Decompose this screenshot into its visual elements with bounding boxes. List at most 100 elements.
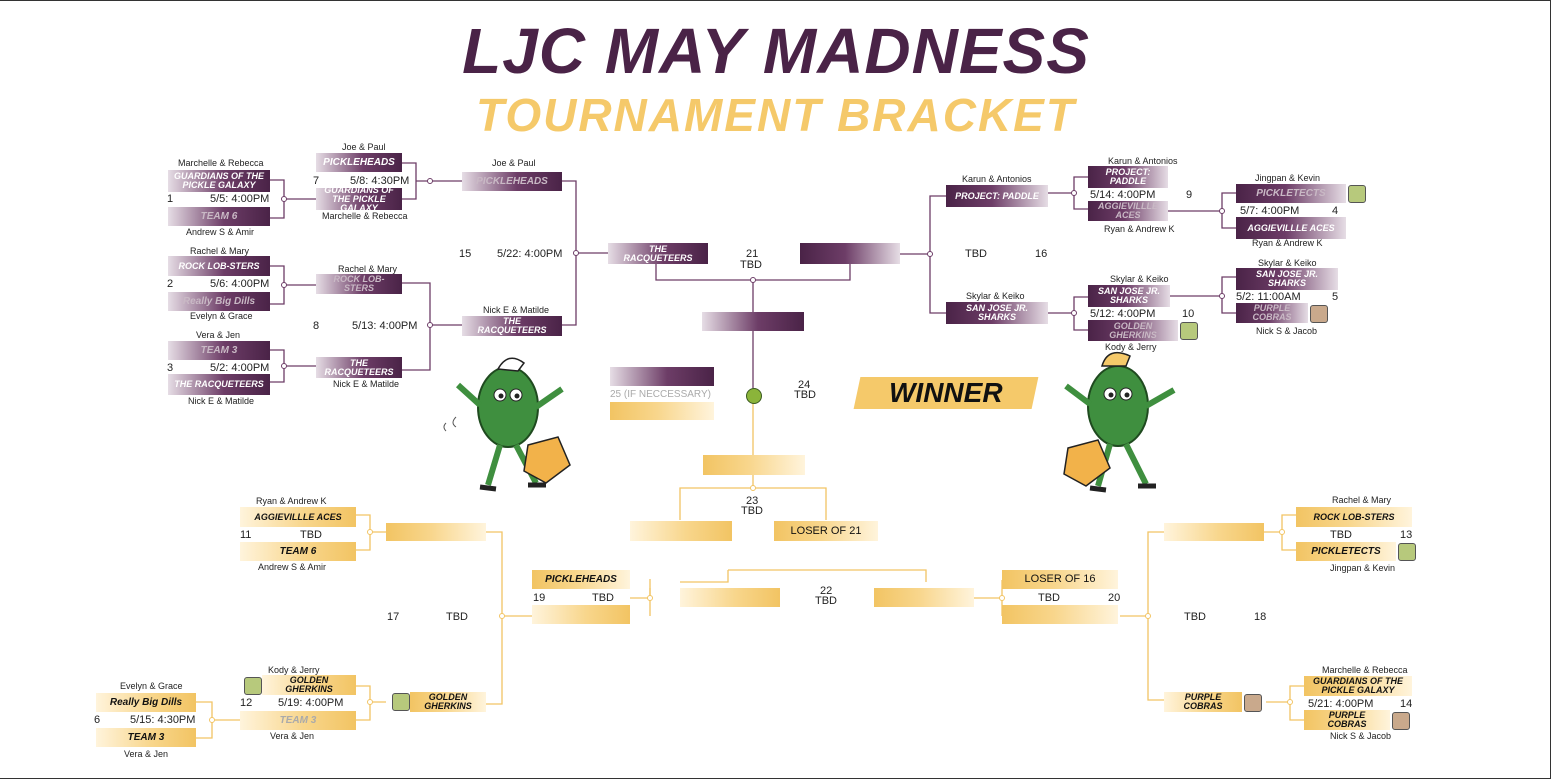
team-logo-icon [1244,694,1262,712]
players-label: Evelyn & Grace [120,681,183,691]
team-slot[interactable]: LOSER OF 16 [1002,570,1118,589]
team-slot[interactable]: TEAM 6 [168,207,270,226]
match-time: 5/13: 4:00PM [352,320,418,332]
players-label: Skylar & Keiko [1110,274,1169,284]
players-label: Nick E & Matilde [333,379,400,389]
match-number: 17 [387,611,400,623]
players-label: Marchelle & Rebecca [1322,665,1408,675]
players-label: Nick S & Jacob [1330,731,1392,741]
players-label: Rachel & Mary [338,264,398,274]
team-slot[interactable]: GUARDIANS OF THE PICKLE GALAXY [316,188,402,210]
team-logo-icon [1180,322,1198,340]
team-slot[interactable]: PICKLETECTS [1296,542,1396,561]
players-label: Jingpan & Kevin [1330,563,1396,573]
team-slot-empty[interactable] [800,243,900,264]
players-label: Kody & Jerry [1105,342,1157,352]
team-slot-empty[interactable] [532,605,630,624]
players-label: Ryan & Andrew K [256,496,327,506]
team-slot[interactable]: ROCK LOB-STERS [316,274,402,294]
team-slot[interactable]: SAN JOSE JR. SHARKS [1088,285,1170,307]
tbd-label: TBD [741,505,763,517]
players-label: Joe & Paul [342,142,386,152]
pickleball-icon [746,388,762,404]
match-time: 5/15: 4:30PM [130,714,196,726]
players-label: Evelyn & Grace [190,311,253,321]
team-slot[interactable]: ROCK LOB-STERS [168,256,270,276]
match-number: 21 [746,248,759,260]
team-slot-empty[interactable] [386,523,486,541]
team-slot[interactable]: TEAM 3 [168,341,270,360]
team-slot[interactable]: PURPLE COBRAS [1164,692,1242,712]
players-label: Ryan & Andrew K [1252,238,1323,248]
tbd-label: TBD [1184,611,1206,623]
players-label: Ryan & Andrew K [1104,224,1175,234]
match-time: 5/21: 4:00PM [1308,698,1374,710]
match-time: 5/7: 4:00PM [1240,205,1300,217]
match-number: 22 [820,585,833,597]
team-slot[interactable]: GOLDEN GHERKINS [262,675,356,695]
team-slot[interactable]: THE RACQUETEERS [462,316,562,336]
match-number: 4 [1332,205,1339,217]
players-label: Vera & Jen [196,330,241,340]
team-slot-empty[interactable] [874,588,974,607]
team-slot[interactable]: TEAM 6 [240,542,356,561]
team-logo-icon [1310,305,1328,323]
team-slot[interactable]: PICKLEHEADS [316,153,402,172]
team-logo-icon [392,693,410,711]
team-slot-empty[interactable] [1164,523,1264,541]
match-number: 7 [313,175,320,187]
team-slot[interactable]: Really Big Dills [96,693,196,712]
players-label: Andrew S & Amir [258,562,327,572]
team-slot[interactable]: PROJECT: PADDLE [1088,166,1168,188]
losers-final-slot[interactable] [703,455,805,475]
players-label: Skylar & Keiko [1258,258,1317,268]
team-slot[interactable]: AGGIEVILLLE ACES [1236,217,1346,239]
team-slot[interactable]: GOLDEN GHERKINS [410,692,486,712]
players-label: Nick E & Matilde [483,305,550,315]
title-line1: LJC MAY MADNESS [462,15,1090,87]
match-number: 13 [1400,529,1413,541]
team-slot[interactable]: PICKLETECTS [1236,184,1346,203]
team-slot[interactable]: TEAM 3 [240,711,356,730]
final-slot[interactable] [702,312,804,331]
match-time: 5/6: 4:00PM [210,278,270,290]
team-slot[interactable]: SAN JOSE JR. SHARKS [946,302,1048,324]
team-slot[interactable]: PICKLEHEADS [462,172,562,191]
team-slot[interactable]: PICKLEHEADS [532,570,630,589]
tbd-label: TBD [965,248,987,260]
tbd-label: TBD [446,611,468,623]
team-slot[interactable]: TEAM 3 [96,728,196,747]
team-slot[interactable]: Really Big Dills [168,292,270,311]
match-time: 5/5: 4:00PM [210,193,270,205]
team-slot[interactable]: AGGIEVILLLE ACES [1088,201,1168,221]
team-slot[interactable]: GUARDIANS OF THE PICKLE GALAXY [168,170,270,192]
team-slot[interactable]: THE RACQUETEERS [608,243,708,264]
team-slot-empty[interactable] [630,521,732,541]
team-slot-empty[interactable] [1002,605,1118,624]
if-necessary-slot-b[interactable] [610,402,714,420]
team-slot[interactable]: LOSER OF 21 [774,521,878,541]
if-necessary-slot[interactable] [610,367,714,386]
match-number: 2 [167,278,174,290]
players-label: Rachel & Mary [190,246,250,256]
players-label: Andrew S & Amir [186,227,255,237]
team-slot[interactable]: GUARDIANS OF THE PICKLE GALAXY [1304,676,1412,696]
team-logo-icon [1348,185,1366,203]
match-number: 19 [533,592,546,604]
match-number: 18 [1254,611,1267,623]
team-slot[interactable]: GOLDEN GHERKINS [1088,320,1178,341]
match-number: 23 [746,495,759,507]
players-label: Joe & Paul [492,158,536,168]
match-number: 24 [798,379,811,391]
team-slot[interactable]: ROCK LOB-STERS [1296,507,1412,527]
team-slot-empty[interactable] [680,588,780,607]
team-slot[interactable]: THE RACQUETEERS [316,357,402,378]
tbd-label: TBD [1330,529,1352,541]
team-slot[interactable]: PURPLE COBRAS [1236,303,1308,323]
team-slot[interactable]: PROJECT: PADDLE [946,185,1048,207]
team-slot[interactable]: SAN JOSE JR. SHARKS [1236,268,1338,290]
team-slot[interactable]: PURPLE COBRAS [1304,710,1390,730]
team-slot[interactable]: THE RACQUETEERS [168,374,270,395]
pickle-mascot-right-icon [1063,351,1176,493]
team-slot[interactable]: AGGIEVILLLE ACES [240,507,356,527]
